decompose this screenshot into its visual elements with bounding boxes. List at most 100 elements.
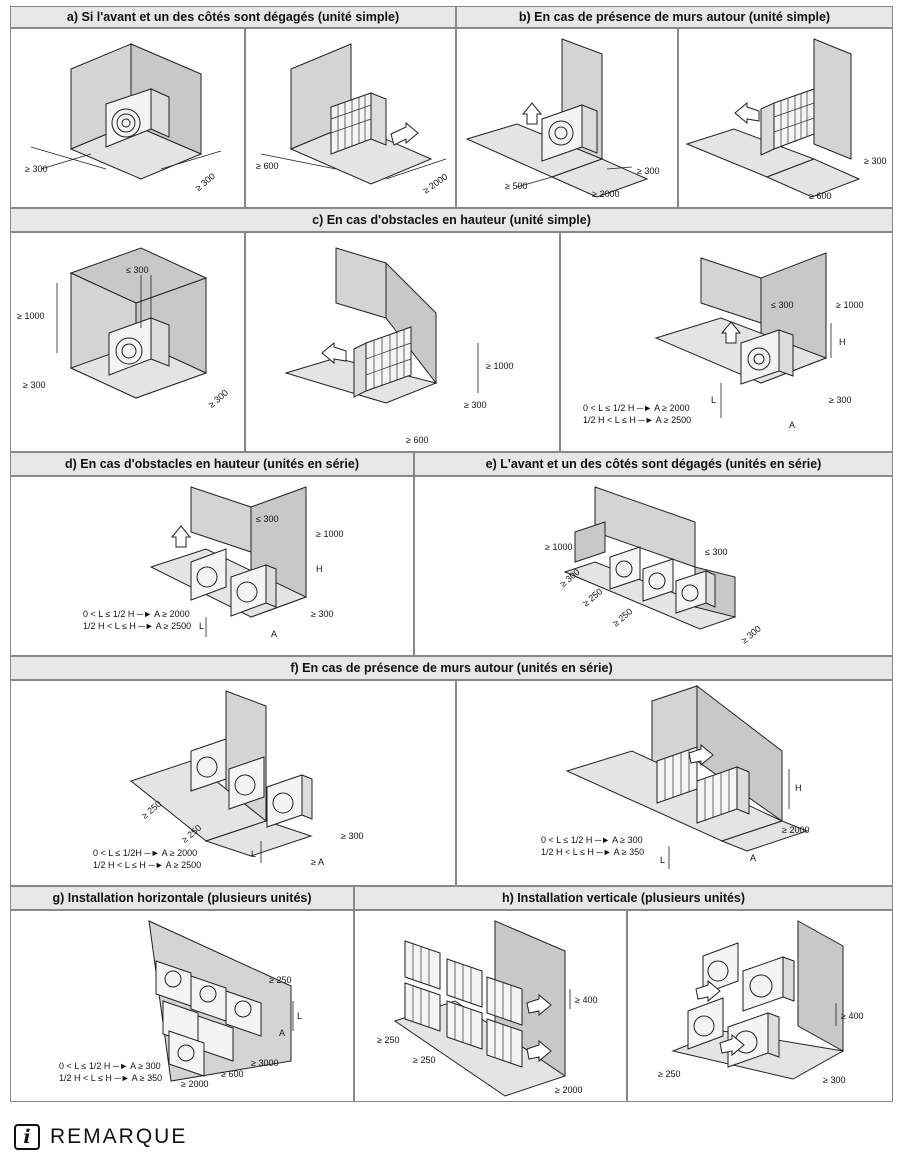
diagram-c3: H L A ≤ 300 ≥ 1000 ≥ 300 0 < L ≤ 1/2 H ─… <box>560 232 893 452</box>
section-d-title: d) En cas d'obstacles en hauteur (unités… <box>64 457 360 471</box>
g-dim-600: ≥ 600 <box>221 1069 243 1079</box>
section-a-title: a) Si l'avant et un des côtés sont dégag… <box>66 10 400 24</box>
section-g-title: g) Installation horizontale (plusieurs u… <box>52 891 312 905</box>
c2-dim-height: ≥ 1000 <box>486 361 513 371</box>
d-rule-2: 1/2 H < L ≤ H ─► A ≥ 2500 <box>83 621 191 631</box>
c3-dim-side: ≥ 300 <box>829 395 851 405</box>
diagram-a2: ≥ 600 ≥ 2000 <box>245 28 456 208</box>
f2-rule-1: 0 < L ≤ 1/2 H ─► A ≥ 300 <box>541 835 643 845</box>
c1-dim-top: ≤ 300 <box>126 265 148 275</box>
section-d-header: d) En cas d'obstacles en hauteur (unités… <box>10 452 414 476</box>
diagram-c2-svg: ≥ 1000 ≥ 300 ≥ 600 <box>284 247 513 445</box>
b1-dim-side: ≥ 500 <box>505 181 527 191</box>
diagram-f1-svg: ≥ 250 ≥ 250 ≥ 300 ≥ A L 0 < L ≤ 1/2H ─► … <box>93 690 363 870</box>
diagram-g-svg: ≥ 250 L A ≥ 3000 ≥ 600 ≥ 2000 0 < L ≤ 1/… <box>59 920 302 1089</box>
g-dim-2000: ≥ 2000 <box>181 1079 208 1089</box>
diagram-f2: H ≥ 2000 A L 0 < L ≤ 1/2 H ─► A ≥ 300 1/… <box>456 680 893 886</box>
section-e-header: e) L'avant et un des côtés sont dégagés … <box>414 452 893 476</box>
b1-dim-front: ≥ 2000 <box>592 189 619 199</box>
c3-dim-l: L <box>711 395 716 405</box>
f2-dim-l: L <box>660 855 665 865</box>
c3-dim-a: A <box>789 420 795 430</box>
note-title: REMARQUE <box>50 1125 188 1148</box>
c2-dim-side: ≥ 300 <box>464 400 486 410</box>
diagram-b2-svg: ≥ 300 ≥ 600 <box>685 38 886 201</box>
diagram-c1-svg: ≤ 300 ≥ 1000 ≥ 300 ≥ 300 <box>17 247 230 410</box>
diagram-h2-svg: ≥ 400 ≥ 250 ≥ 300 <box>658 920 863 1085</box>
diagram-h1-svg: ≥ 400 ≥ 250 ≥ 250 ≥ 2000 <box>377 920 597 1097</box>
c3-dim-top: ≤ 300 <box>771 300 793 310</box>
h1-dim-front: ≥ 2000 <box>555 1085 582 1095</box>
a1-dim-side: ≥ 300 <box>193 171 217 193</box>
diagram-g: ≥ 250 L A ≥ 3000 ≥ 600 ≥ 2000 0 < L ≤ 1/… <box>10 910 354 1102</box>
d-dim-height: ≥ 1000 <box>316 529 343 539</box>
section-a-header: a) Si l'avant et un des côtés sont dégag… <box>10 6 456 28</box>
section-f-title: f) En cas de présence de murs autour (un… <box>290 661 613 675</box>
diagram-f2-svg: H ≥ 2000 A L 0 < L ≤ 1/2 H ─► A ≥ 300 1/… <box>541 684 809 869</box>
info-icon: i <box>14 1124 40 1150</box>
section-h-title: h) Installation verticale (plusieurs uni… <box>501 891 746 905</box>
d-rule-1: 0 < L ≤ 1/2 H ─► A ≥ 2000 <box>83 609 190 619</box>
f1-dim-wall: ≥ 300 <box>341 831 363 841</box>
h1-dim-side: ≥ 250 <box>377 1035 399 1045</box>
b2-dim-wall: ≥ 300 <box>864 156 886 166</box>
f1-dim-a: ≥ A <box>311 857 324 867</box>
diagram-a1-svg: ≥ 300 ≥ 300 <box>25 43 222 193</box>
f2-dim-front: ≥ 2000 <box>782 825 809 835</box>
section-e-title: e) L'avant et un des côtés sont dégagés … <box>485 457 822 471</box>
diagram-e: ≥ 1000 ≤ 300 ≥ 300 ≥ 250 ≥ 250 ≥ 300 <box>414 476 893 656</box>
diagram-h1: ≥ 400 ≥ 250 ≥ 250 ≥ 2000 <box>354 910 627 1102</box>
c3-dim-h: H <box>839 337 846 347</box>
h2-dim-side: ≥ 250 <box>658 1069 680 1079</box>
g-dim-gap: ≥ 250 <box>269 975 291 985</box>
g-rule-2: 1/2 H < L ≤ H ─► A ≥ 350 <box>59 1073 162 1083</box>
b2-dim-front: ≥ 600 <box>809 191 831 201</box>
g-dim-3000: ≥ 3000 <box>251 1058 278 1068</box>
d-dim-l: L <box>199 621 204 631</box>
note-heading: i REMARQUE <box>14 1124 187 1150</box>
d-dim-side: ≥ 300 <box>311 609 333 619</box>
c3-rule-1: 0 < L ≤ 1/2 H ─► A ≥ 2000 <box>583 403 690 413</box>
f2-dim-a: A <box>750 853 756 863</box>
section-f-header: f) En cas de présence de murs autour (un… <box>10 656 893 680</box>
f1-rule-2: 1/2 H < L ≤ H ─► A ≥ 2500 <box>93 860 201 870</box>
diagram-e-svg: ≥ 1000 ≤ 300 ≥ 300 ≥ 250 ≥ 250 ≥ 300 <box>545 486 763 646</box>
e-dim-gap1: ≥ 250 <box>581 586 605 608</box>
b1-dim-wall: ≥ 300 <box>637 166 659 176</box>
diagram-c1: ≤ 300 ≥ 1000 ≥ 300 ≥ 300 <box>10 232 245 452</box>
diagram-h2: ≥ 400 ≥ 250 ≥ 300 <box>627 910 893 1102</box>
diagram-a2-svg: ≥ 600 ≥ 2000 <box>256 43 449 195</box>
f1-rule-1: 0 < L ≤ 1/2H ─► A ≥ 2000 <box>93 848 197 858</box>
diagram-d-svg: L H A ≤ 300 ≥ 1000 ≥ 300 0 < L ≤ 1/2 H ─… <box>83 486 343 639</box>
e-dim-wall: ≥ 300 <box>739 623 763 645</box>
c1-dim-right: ≥ 300 <box>206 388 230 410</box>
diagram-a1: ≥ 300 ≥ 300 <box>10 28 245 208</box>
c3-dim-height: ≥ 1000 <box>836 300 863 310</box>
diagram-c2: ≥ 1000 ≥ 300 ≥ 600 <box>245 232 560 452</box>
h1-dim-vgap: ≥ 400 <box>575 995 597 1005</box>
f1-dim-l: L <box>251 849 256 859</box>
g-rule-1: 0 < L ≤ 1/2 H ─► A ≥ 300 <box>59 1061 161 1071</box>
c2-dim-front: ≥ 600 <box>406 435 428 445</box>
e-dim-gap2: ≥ 250 <box>611 606 635 628</box>
c1-dim-height: ≥ 1000 <box>17 311 44 321</box>
h2-dim-front: ≥ 300 <box>823 1075 845 1085</box>
section-b-title: b) En cas de présence de murs autour (un… <box>518 10 831 24</box>
d-dim-h: H <box>316 564 323 574</box>
g-dim-l: L <box>297 1011 302 1021</box>
a2-dim-rear: ≥ 600 <box>256 161 278 171</box>
section-c-title: c) En cas d'obstacles en hauteur (unité … <box>312 213 591 227</box>
diagram-b1-svg: ≥ 500 ≥ 300 ≥ 2000 <box>465 38 659 199</box>
diagram-b2: ≥ 300 ≥ 600 <box>678 28 893 208</box>
e-dim-height: ≥ 1000 <box>545 542 572 552</box>
diagram-f1: ≥ 250 ≥ 250 ≥ 300 ≥ A L 0 < L ≤ 1/2H ─► … <box>10 680 456 886</box>
f2-dim-h: H <box>795 783 802 793</box>
section-h-header: h) Installation verticale (plusieurs uni… <box>354 886 893 910</box>
d-dim-a: A <box>271 629 277 639</box>
c1-dim-left: ≥ 300 <box>23 380 45 390</box>
section-b-header: b) En cas de présence de murs autour (un… <box>456 6 893 28</box>
c3-rule-2: 1/2 H < L ≤ H ─► A ≥ 2500 <box>583 415 691 425</box>
h2-dim-vgap: ≥ 400 <box>841 1011 863 1021</box>
a1-dim-front: ≥ 300 <box>25 164 47 174</box>
diagram-d: L H A ≤ 300 ≥ 1000 ≥ 300 0 < L ≤ 1/2 H ─… <box>10 476 414 656</box>
